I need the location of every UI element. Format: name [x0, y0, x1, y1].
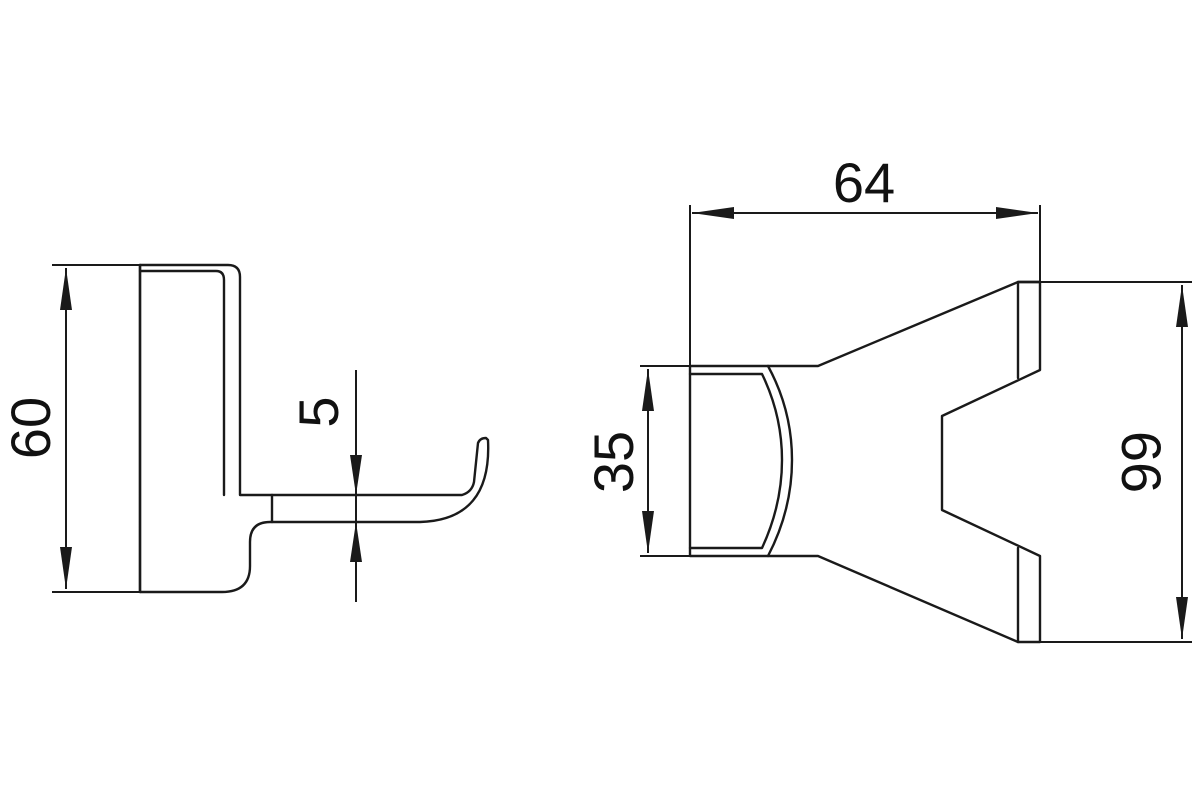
tip-height-arrow-top — [1176, 285, 1188, 327]
side-view: 60 5 — [0, 263, 490, 602]
tip-height-label: 66 — [1110, 431, 1173, 493]
width-label: 64 — [833, 151, 895, 214]
backplate-inner-line — [138, 269, 226, 497]
base-block-inner — [688, 372, 784, 550]
base-height-label: 35 — [582, 431, 645, 493]
height-label: 60 — [0, 397, 62, 459]
thickness-label: 5 — [287, 396, 350, 427]
base-block — [688, 364, 794, 558]
thickness-arrow-top — [350, 455, 362, 495]
width-arrow-right — [996, 207, 1038, 219]
thickness-arrow-bottom — [350, 522, 362, 562]
width-arrow-left — [692, 207, 734, 219]
tip-height-arrow-bottom — [1176, 597, 1188, 639]
side-view-outline — [138, 263, 490, 594]
front-view: 64 35 66 — [582, 151, 1192, 644]
base-height-arrow-bottom — [642, 511, 654, 553]
hook-body-outline — [766, 280, 1042, 644]
base-height-arrow-top — [642, 369, 654, 411]
height-arrow-top — [60, 268, 72, 310]
tip-upper-face — [1016, 280, 1042, 380]
height-arrow-bottom — [60, 547, 72, 589]
